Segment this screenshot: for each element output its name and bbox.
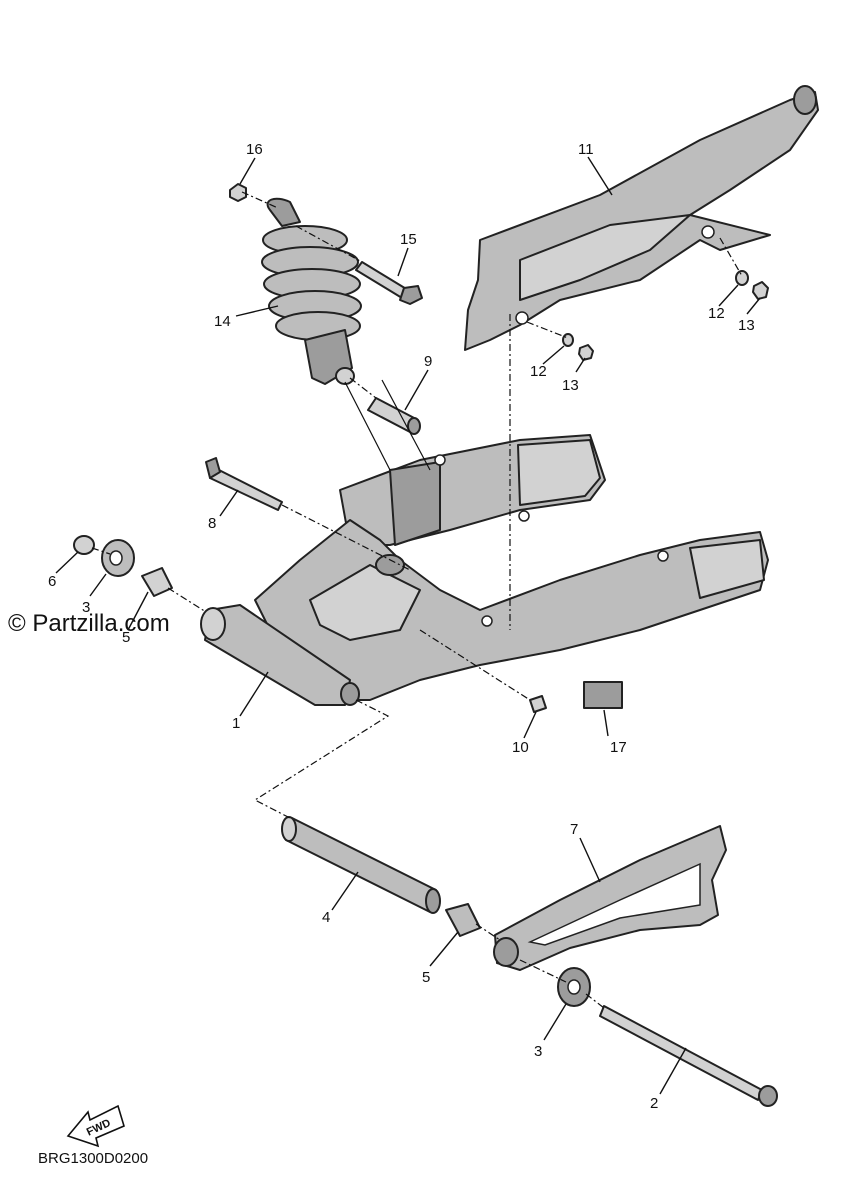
part-17-label[interactable] xyxy=(583,681,623,709)
part-15-bolt[interactable] xyxy=(355,261,423,305)
callout-2: 2 xyxy=(650,1095,658,1112)
callout-3a: 3 xyxy=(82,599,90,616)
callout-8: 8 xyxy=(208,515,216,532)
callout-14: 14 xyxy=(214,313,231,330)
part-4-pivot-shaft[interactable] xyxy=(281,816,441,914)
part-5-bushing-left[interactable] xyxy=(141,567,173,597)
part-14-rear-shock[interactable] xyxy=(261,197,362,385)
callout-12a: 12 xyxy=(708,305,725,322)
callout-17: 17 xyxy=(610,739,627,756)
callout-1: 1 xyxy=(232,715,240,732)
callout-13a: 13 xyxy=(738,317,755,334)
part-1-swingarm[interactable] xyxy=(200,434,769,706)
callout-7: 7 xyxy=(570,821,578,838)
callout-10: 10 xyxy=(512,739,529,756)
part-2-axle[interactable] xyxy=(599,1005,778,1107)
assembly-lines xyxy=(91,191,743,1009)
part-5-bushing-lower[interactable] xyxy=(445,903,481,937)
callout-11: 11 xyxy=(578,141,594,158)
callout-6: 6 xyxy=(48,573,56,590)
part-12-washer-upper[interactable] xyxy=(735,270,749,286)
callouts: 16 11 15 14 9 12 13 12 13 8 6 3 5 1 10 1… xyxy=(48,141,755,1112)
part-13-nut-upper[interactable] xyxy=(752,281,769,300)
part-7-bracket[interactable] xyxy=(493,825,727,971)
callout-5a: 5 xyxy=(122,629,130,646)
part-8-bolt[interactable] xyxy=(205,457,283,511)
callout-3b: 3 xyxy=(534,1043,542,1060)
callout-15: 15 xyxy=(400,231,417,248)
partzilla-watermark: © Partzilla.com xyxy=(8,610,170,637)
callout-5b: 5 xyxy=(422,969,430,986)
callout-16: 16 xyxy=(246,141,263,158)
part-6-cap[interactable] xyxy=(73,535,95,555)
fwd-arrow-icon: FWD xyxy=(66,1104,125,1148)
part-11-chain-guard[interactable] xyxy=(464,85,819,351)
callout-4: 4 xyxy=(322,909,330,926)
part-3-seal-lower[interactable] xyxy=(557,967,591,1007)
diagram-code: BRG1300D0200 xyxy=(38,1150,149,1167)
part-12-washer-lower[interactable] xyxy=(562,333,574,347)
part-10-collar[interactable] xyxy=(529,695,547,713)
leader-lines xyxy=(55,156,761,1095)
part-13-nut-lower[interactable] xyxy=(578,344,594,361)
callout-12b: 12 xyxy=(530,363,547,380)
part-16-nut[interactable] xyxy=(229,183,247,202)
callout-13b: 13 xyxy=(562,377,579,394)
callout-9: 9 xyxy=(424,353,432,370)
part-3-seal-left[interactable] xyxy=(101,539,135,577)
